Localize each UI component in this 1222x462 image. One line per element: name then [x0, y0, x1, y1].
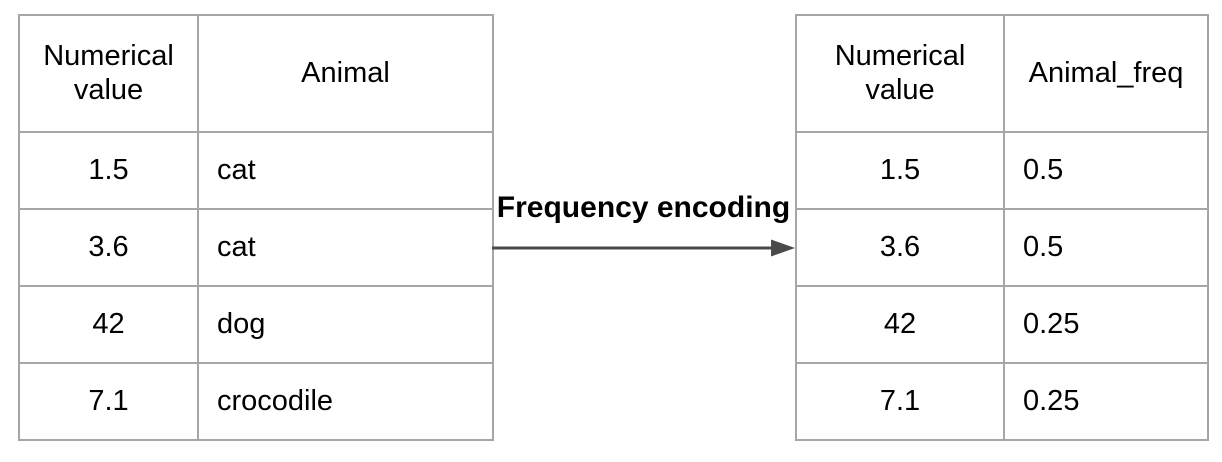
table-row: 42 0.25: [795, 285, 1209, 364]
table-cell: 0.5: [1003, 208, 1209, 287]
table-cell: 42: [795, 285, 1005, 364]
table-row: 42 dog: [18, 285, 494, 364]
arrow-label: Frequency encoding: [496, 191, 791, 224]
column-header-numerical-value: Numerical value: [795, 14, 1005, 133]
table-cell: 3.6: [795, 208, 1005, 287]
column-header-numerical-value: Numerical value: [18, 14, 199, 133]
table-cell: cat: [197, 208, 494, 287]
table-cell: 7.1: [18, 362, 199, 441]
table-cell: 1.5: [18, 131, 199, 210]
right-arrow-icon: [492, 239, 795, 257]
table-row: 1.5 0.5: [795, 131, 1209, 210]
table-cell: crocodile: [197, 362, 494, 441]
table-row: 7.1 0.25: [795, 362, 1209, 441]
table-row: 3.6 0.5: [795, 208, 1209, 287]
table-header-row: Numerical value Animal_freq: [795, 14, 1209, 133]
table-cell: 7.1: [795, 362, 1005, 441]
table-cell: 1.5: [795, 131, 1005, 210]
encoded-data-table: Numerical value Animal_freq 1.5 0.5 3.6 …: [795, 14, 1209, 441]
table-cell: 0.25: [1003, 285, 1209, 364]
table-row: 1.5 cat: [18, 131, 494, 210]
table-cell: 0.25: [1003, 362, 1209, 441]
table-cell: 3.6: [18, 208, 199, 287]
table-header-row: Numerical value Animal: [18, 14, 494, 133]
table-row: 3.6 cat: [18, 208, 494, 287]
table-cell: cat: [197, 131, 494, 210]
column-header-animal-freq: Animal_freq: [1003, 14, 1209, 133]
table-cell: 42: [18, 285, 199, 364]
table-cell: 0.5: [1003, 131, 1209, 210]
table-row: 7.1 crocodile: [18, 362, 494, 441]
original-data-table: Numerical value Animal 1.5 cat 3.6 cat 4…: [18, 14, 494, 441]
column-header-animal: Animal: [197, 14, 494, 133]
table-cell: dog: [197, 285, 494, 364]
